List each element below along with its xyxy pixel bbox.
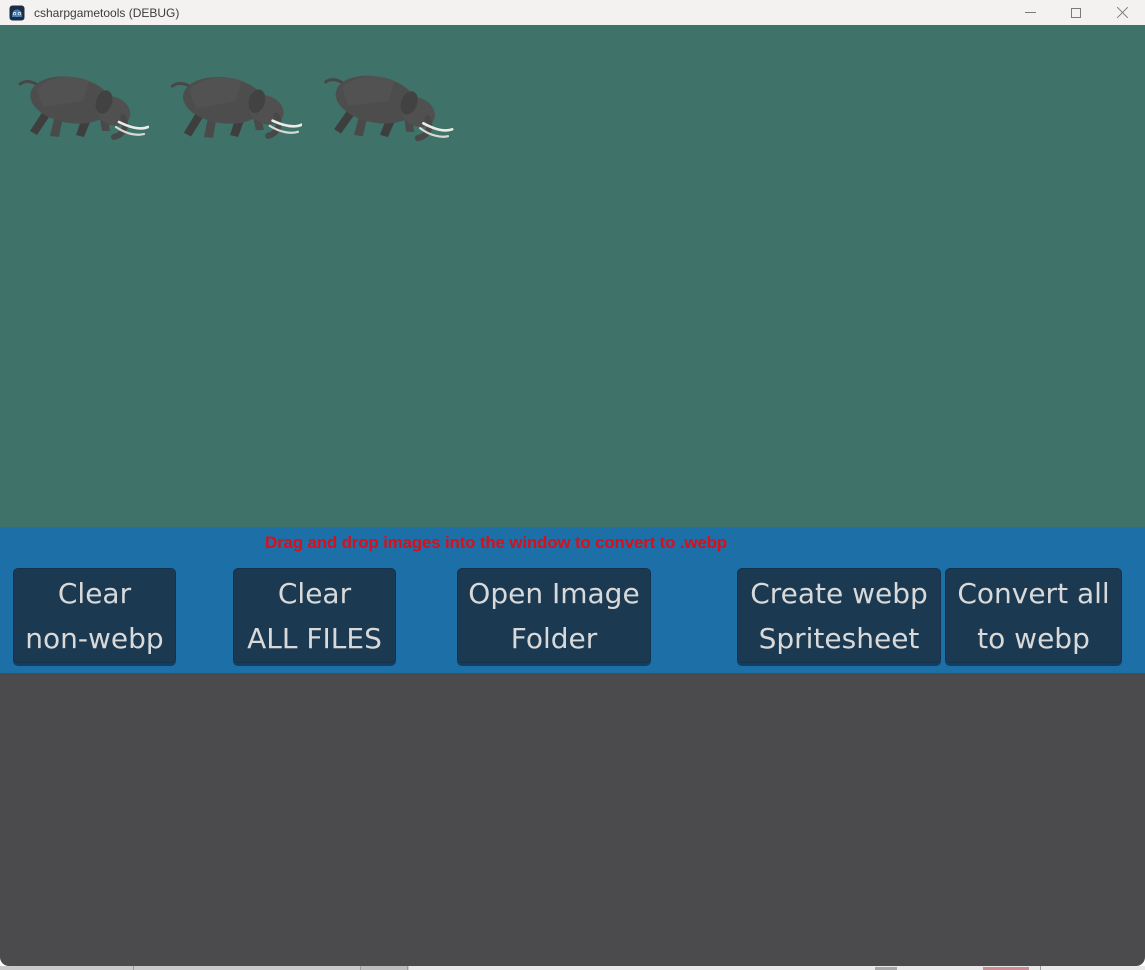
- window-title: csharpgametools (DEBUG): [34, 5, 180, 20]
- background-window-sliver: [0, 966, 1145, 970]
- clear-all-files-button[interactable]: Clear ALL FILES: [233, 568, 396, 663]
- button-label-line: Folder: [510, 621, 598, 655]
- button-label-line: Clear: [277, 576, 352, 610]
- sliver-divider: [1040, 966, 1041, 970]
- open-image-folder-button[interactable]: Open Image Folder: [457, 568, 651, 663]
- elephant-sprite-frame-3: [318, 67, 454, 143]
- minimize-icon: [1024, 12, 1036, 13]
- convert-all-to-webp-button[interactable]: Convert all to webp: [945, 568, 1122, 663]
- image-drop-canvas[interactable]: [0, 25, 1145, 527]
- titlebar: csharpgametools (DEBUG): [0, 0, 1145, 25]
- elephant-sprite-frame-1: [13, 67, 149, 143]
- button-label-line: Spritesheet: [758, 621, 920, 655]
- close-icon: [1116, 6, 1129, 19]
- close-button[interactable]: [1099, 0, 1145, 25]
- maximize-icon: [1071, 7, 1081, 18]
- button-label-line: non-webp: [25, 621, 164, 655]
- sliver-text-fragment: [983, 967, 1029, 970]
- godot-app-icon: [9, 5, 25, 20]
- window-controls: [1007, 0, 1145, 25]
- sliver-text-fragment: [875, 967, 897, 970]
- button-label-line: ALL FILES: [247, 621, 382, 655]
- clear-non-webp-button[interactable]: Clear non-webp: [13, 568, 176, 663]
- drop-hint-text: Drag and drop images into the window to …: [265, 533, 727, 552]
- button-label-line: Clear: [57, 576, 132, 610]
- button-label-line: Create webp: [750, 576, 928, 610]
- sliver-segment: [409, 966, 1145, 970]
- button-label-line: to webp: [977, 621, 1090, 655]
- sliver-segment: [360, 966, 408, 970]
- console-panel: [0, 673, 1145, 966]
- action-bar: Drag and drop images into the window to …: [0, 527, 1145, 673]
- create-webp-spritesheet-button[interactable]: Create webp Spritesheet: [737, 568, 941, 663]
- minimize-button[interactable]: [1007, 0, 1053, 25]
- sliver-divider: [133, 966, 134, 970]
- elephant-sprite-frame-2: [166, 67, 302, 143]
- button-label-line: Open Image: [468, 576, 640, 610]
- button-label-line: Convert all: [957, 576, 1110, 610]
- maximize-button[interactable]: [1053, 0, 1099, 25]
